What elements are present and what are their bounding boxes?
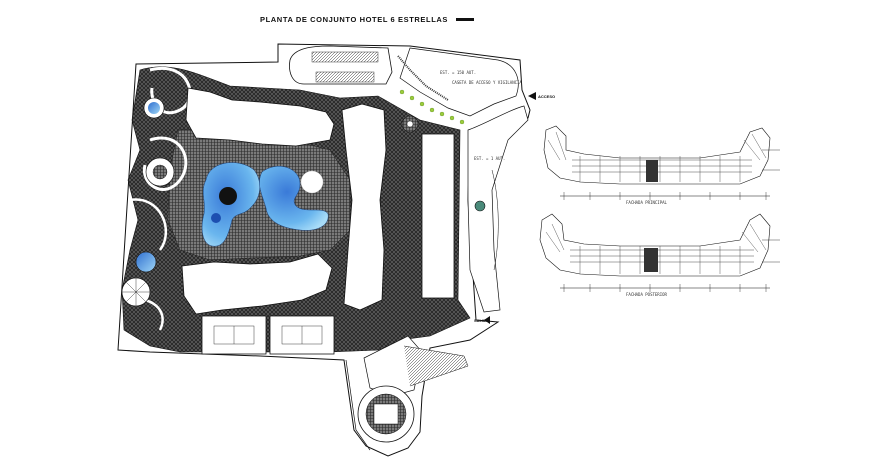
driveway-median <box>491 169 499 271</box>
pool-island-small <box>211 213 221 223</box>
acceso-arrow <box>528 92 536 100</box>
inner-plaza <box>167 129 351 261</box>
parking-stalls-top <box>311 51 379 63</box>
tree-row <box>399 89 465 125</box>
drawing-title: PLANTA DE CONJUNTO HOTEL 6 ESTRELLAS <box>260 14 449 24</box>
driveway <box>467 105 529 313</box>
walkway-curve-3 <box>129 198 168 251</box>
small-pool-top-water <box>148 102 160 114</box>
building-wing-lower <box>181 253 333 315</box>
circular-plaza-court <box>373 403 399 425</box>
elevation-2-caption: FACHADA POSTERIOR <box>626 292 667 297</box>
gatehouse-note: CASETA DE ACCESO Y VIGILANCIA <box>452 80 522 85</box>
elevation-1-caption: FACHADA PRINCIPAL <box>626 200 667 205</box>
title-block: PLANTA DE CONJUNTO HOTEL 6 ESTRELLAS <box>260 12 475 26</box>
round-deck <box>300 170 324 194</box>
salida-label: SALIDA <box>474 318 489 323</box>
radial-lines <box>122 278 150 306</box>
small-pool-left <box>135 251 157 273</box>
ramp <box>403 345 469 387</box>
walkway-curve-2 <box>142 136 188 191</box>
secondary-pool <box>259 166 329 231</box>
salida-arrow <box>484 316 490 324</box>
access-road-stripes <box>397 55 449 101</box>
building-annex-right <box>421 133 455 299</box>
pool-island <box>219 187 237 205</box>
parking-stalls-bottom <box>315 71 375 83</box>
parking-small-note: EST. = 1 AUT. <box>474 156 506 161</box>
roundabout <box>474 200 486 212</box>
fountain-top-inner <box>406 120 414 128</box>
parking-capacity-note: EST. = 150 AUT. <box>440 70 477 75</box>
acceso-label: ACCESO <box>538 94 556 99</box>
access-road <box>399 47 519 117</box>
building-wing-upper <box>185 87 335 147</box>
building-central-tower <box>341 103 387 311</box>
title-underline <box>456 17 475 21</box>
round-feature-left-inner <box>152 164 168 180</box>
elevation-1 <box>543 125 780 200</box>
elevation-2 <box>539 213 780 292</box>
bottom-left-lawn-line <box>345 359 371 451</box>
